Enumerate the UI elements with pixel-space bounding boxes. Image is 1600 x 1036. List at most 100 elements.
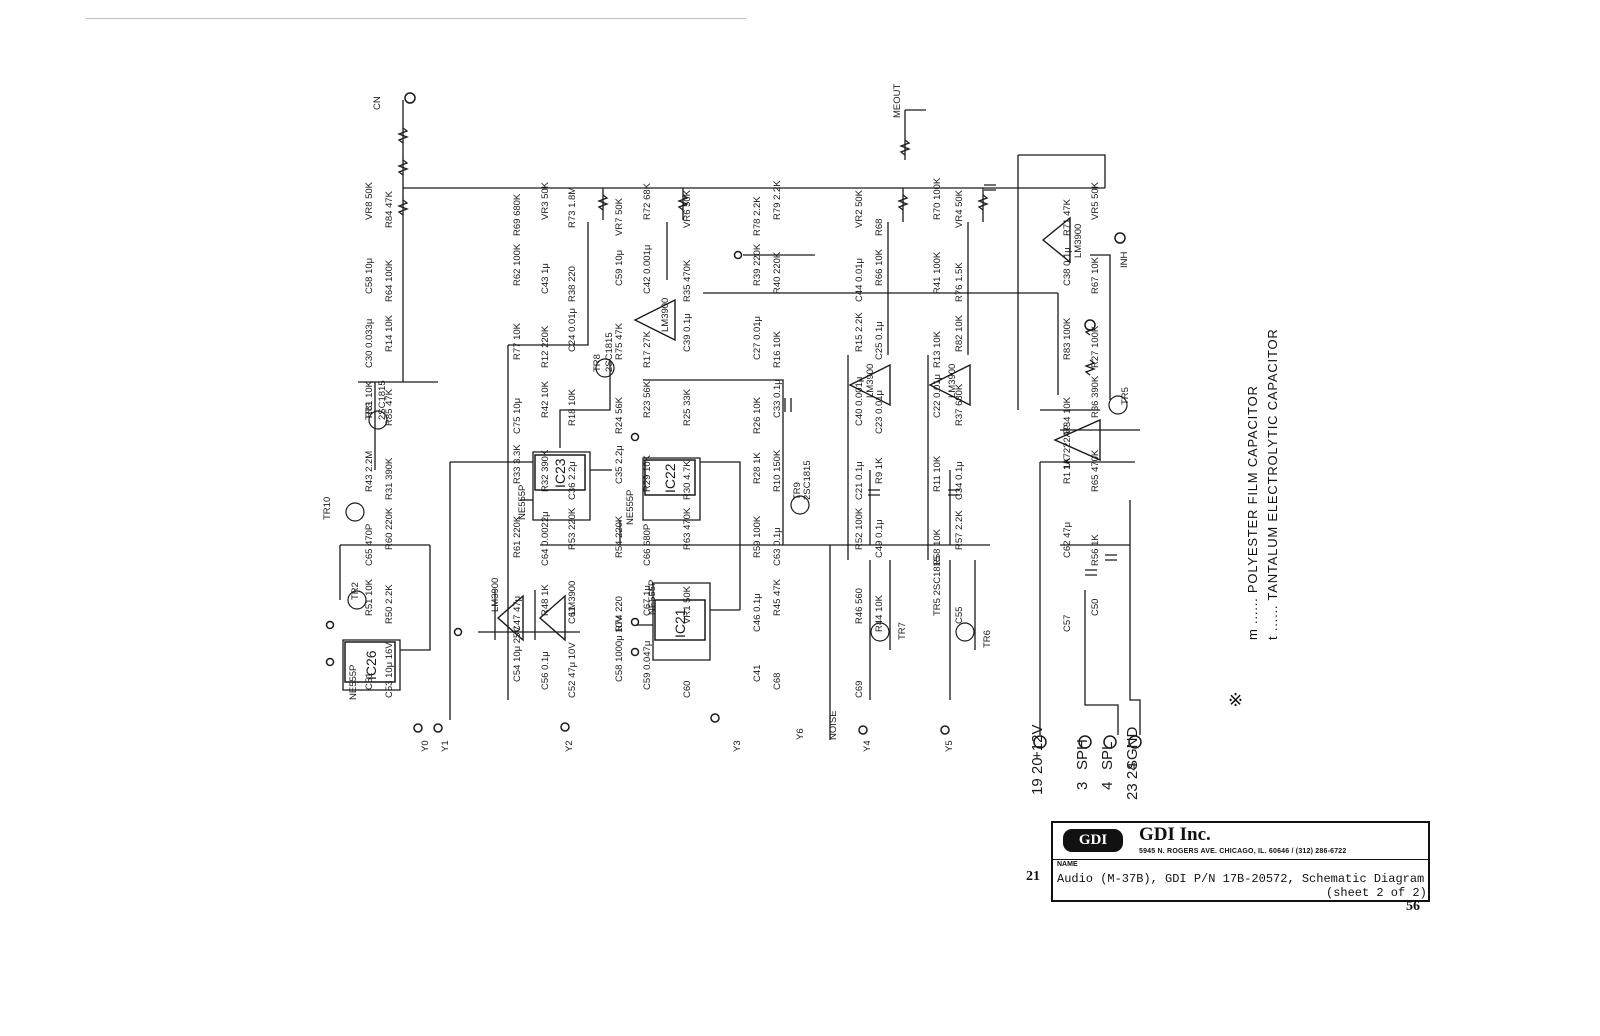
part-label: R52 100K xyxy=(854,507,865,550)
part-label: R26 10K xyxy=(752,396,763,434)
part-label: C64 0.0022μ xyxy=(540,511,551,566)
part-label: C35 2.2μ xyxy=(614,445,625,484)
tr7-label: TR7 xyxy=(897,622,908,640)
part-label: R82 10K xyxy=(954,314,965,352)
part-label: R9 1K xyxy=(874,457,885,484)
part-label: R43 2.2M xyxy=(364,451,375,492)
part-label: R29 10K xyxy=(642,454,653,492)
drawing-name: Audio (M-37B), GDI P/N 17B-20572, Schema… xyxy=(1057,872,1425,886)
part-label: C66 680P xyxy=(642,524,653,566)
connector-label-sgnd: SGND xyxy=(1124,726,1141,770)
part-label: R84 47K xyxy=(384,190,395,228)
part-label: C27 0.01μ xyxy=(752,316,763,360)
ic26-type: NE555P xyxy=(348,665,359,700)
gdi-logo: GDI xyxy=(1063,829,1123,852)
part-label: R30 4.7K xyxy=(682,460,693,500)
part-label: R37 680K xyxy=(954,383,965,426)
part-label: C63 0.1μ xyxy=(772,527,783,566)
part-label: R68 xyxy=(874,219,885,236)
part-label: C67 1μ xyxy=(642,585,653,616)
tr10-label: TR10 xyxy=(322,497,333,520)
part-label: VR6 50K xyxy=(682,189,693,228)
note-mark: ※ xyxy=(1228,690,1244,711)
part-label: C62 47μ xyxy=(1062,522,1073,558)
part-label: R57 2.2K xyxy=(954,510,965,550)
part-label: C43 1μ xyxy=(540,263,551,294)
part-label: C41 xyxy=(752,665,763,682)
part-label: R42 10K xyxy=(540,380,551,418)
part-label: VR2 50K xyxy=(854,189,865,228)
part-label: R1 1K xyxy=(1062,457,1073,484)
part-label: C40 0.001μ xyxy=(854,377,865,426)
part-label: VR7 50K xyxy=(614,197,625,236)
components xyxy=(325,92,1142,749)
y3-label: Y3 xyxy=(732,740,743,752)
part-label: C39 0.1μ xyxy=(682,313,693,352)
tr3-label: TR3 xyxy=(364,402,375,420)
part-label: C60 xyxy=(682,681,693,698)
part-label: R61 220K xyxy=(512,515,523,558)
part-label: C54 10μ 25V xyxy=(512,626,523,682)
part-label: R27 100K xyxy=(1090,325,1101,368)
part-label: VR8 50K xyxy=(364,181,375,220)
connector-pin-sph: 3 SPH xyxy=(1074,739,1091,790)
part-label: R35 470K xyxy=(682,259,693,302)
part-label: C55 xyxy=(954,607,965,624)
part-label: C52 47μ 10V xyxy=(567,642,578,698)
y1-label: Y1 xyxy=(440,740,451,752)
part-label: C59 10μ xyxy=(614,250,625,286)
y2-label: Y2 xyxy=(564,740,575,752)
part-label: R58 10K xyxy=(932,528,943,566)
ic21-label: IC21 xyxy=(672,608,688,638)
top-border-rule xyxy=(86,18,746,19)
part-label: TR5 2SC1815 xyxy=(932,556,943,616)
part-label: C21 0.1μ xyxy=(854,461,865,500)
page-number-left: 21 xyxy=(1026,869,1040,884)
part-label: C49 0.1μ xyxy=(874,519,885,558)
part-label: R25 33K xyxy=(682,388,693,426)
part-label: C34 0.1μ xyxy=(954,461,965,500)
part-label: R10 150K xyxy=(772,449,783,492)
part-label: C44 0.01μ xyxy=(854,258,865,302)
title-block-header: GDI GDI Inc. 5945 N. ROGERS AVE. CHICAGO… xyxy=(1053,823,1428,860)
part-label: C69 xyxy=(854,681,865,698)
inh-label: INH xyxy=(1119,252,1130,269)
company-address: 5945 N. ROGERS AVE. CHICAGO, IL. 60646 /… xyxy=(1139,848,1347,855)
part-label: C51 xyxy=(364,673,375,690)
part-label: R24 56K xyxy=(614,396,625,434)
connector-label-spl: SPL xyxy=(1099,742,1116,770)
part-label: R66 10K xyxy=(874,248,885,286)
part-label: R50 2.2K xyxy=(384,584,395,624)
part-label: C46 0.1μ xyxy=(752,593,763,632)
lm3900-c-label: LM3900 xyxy=(947,364,958,398)
part-label: R23 56K xyxy=(642,380,653,418)
part-label: VR4 50K xyxy=(954,189,965,228)
connector-pin-spl: 4 SPL xyxy=(1099,742,1116,790)
name-field-label: NAME xyxy=(1057,861,1078,868)
opamp-labels: LM3900 LM3900 LM3900 LM3900 LM3900 LM390… xyxy=(490,224,1084,615)
wires xyxy=(339,100,1141,740)
connector: 19 20 +12V 3 SPH 4 SPL 23 24 SGND xyxy=(1029,725,1141,800)
part-label: R33 3.3K xyxy=(512,444,523,484)
part-label: R63 470K xyxy=(682,507,693,550)
note-polyester: m ...... POLYESTER FILM CAPACITOR xyxy=(1245,385,1260,640)
part-label: R73 1.8M xyxy=(567,187,578,228)
y5-label: Y5 xyxy=(944,740,955,752)
ic26-label: IC26 xyxy=(363,650,379,680)
part-label: VR5 50K xyxy=(1090,181,1101,220)
y6-label: Y6 xyxy=(795,728,806,740)
part-label: R51 10K xyxy=(364,578,375,616)
part-label: R69 680K xyxy=(512,193,523,236)
part-label: C25 0.1μ xyxy=(874,321,885,360)
part-label: R13 10K xyxy=(932,330,943,368)
part-label: C24 0.01μ xyxy=(567,308,578,352)
net-labels: CN MEOUT INH Y0 Y1 Y2 Y3 Y4 Y5 Y6 NOISE xyxy=(372,84,1130,753)
tr5-label: TR5 xyxy=(1120,387,1131,405)
title-block: GDI GDI Inc. 5945 N. ROGERS AVE. CHICAGO… xyxy=(1051,821,1430,902)
ic23-label: IC23 xyxy=(552,458,568,488)
part-label: R36 390K xyxy=(1090,375,1101,418)
part-label: R40 220K xyxy=(772,251,783,294)
connector-pin-sgnd: 23 24 SGND xyxy=(1124,726,1141,800)
